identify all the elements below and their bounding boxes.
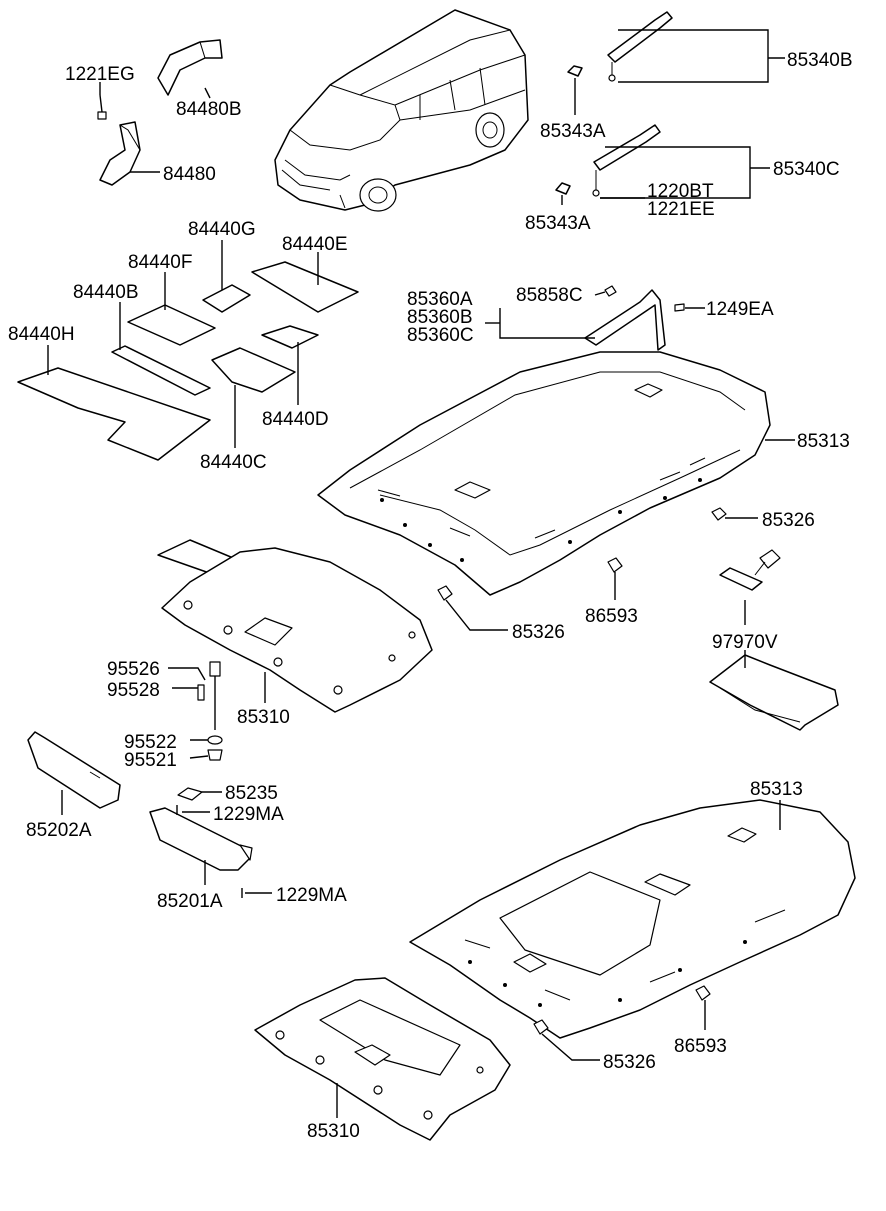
clip-86593-a: [607, 557, 623, 573]
label-97970V: 97970V: [712, 632, 778, 653]
label-85326-b: 85326: [512, 622, 565, 643]
label-85202A: 85202A: [26, 820, 92, 841]
label-85326-a: 85326: [762, 510, 815, 531]
pad-84440H: [17, 367, 211, 461]
clip-85326-b: [437, 585, 453, 601]
label-85360A: 85360A: [407, 289, 473, 310]
lamp-parts-9552x: [197, 661, 223, 761]
label-86593-b: 86593: [674, 1036, 727, 1057]
label-85313-top: 85313: [797, 431, 850, 452]
label-86593-a: 86593: [585, 606, 638, 627]
part-labels: 1221EG 84480B 84480 85340B 85343A 85340C…: [8, 50, 853, 1142]
label-1229MA-top: 1229MA: [213, 804, 284, 825]
label-85360C: 85360C: [407, 325, 474, 346]
label-85313-bottom: 85313: [750, 779, 803, 800]
label-84440E: 84440E: [282, 234, 348, 255]
label-85858C: 85858C: [516, 285, 583, 306]
label-85326-c: 85326: [603, 1052, 656, 1073]
bracket-85235: [177, 787, 203, 801]
lamp-97970V: [709, 549, 839, 731]
label-95528: 95528: [107, 680, 160, 701]
van-illustration: [274, 9, 529, 212]
sunvisor-85202A: [27, 731, 121, 809]
label-85340C: 85340C: [773, 159, 840, 180]
label-95526: 95526: [107, 659, 160, 680]
label-85201A: 85201A: [157, 891, 223, 912]
label-84440D: 84440D: [262, 409, 329, 430]
label-85343A-bottom: 85343A: [525, 213, 591, 234]
label-84480B: 84480B: [176, 99, 242, 120]
sunvisor-85201A: [149, 807, 253, 871]
assist-handle: [99, 121, 141, 186]
pad-84440F: [127, 304, 216, 346]
leader-lines: [47, 29, 795, 1118]
label-84440G: 84440G: [188, 219, 256, 240]
clip-85326-c: [533, 1019, 549, 1035]
label-1221EG: 1221EG: [65, 64, 135, 85]
label-1249EA: 1249EA: [706, 299, 774, 320]
headliner-85313-bottom: [409, 799, 856, 1039]
assist-handle-cover: [157, 39, 223, 96]
label-95522: 95522: [124, 732, 177, 753]
label-84440B: 84440B: [73, 282, 139, 303]
label-95521: 95521: [124, 750, 177, 771]
pad-84440B: [111, 345, 211, 396]
clip-86593-b: [695, 985, 711, 1001]
pad-84440C: [211, 347, 296, 393]
garnish-85360: [584, 285, 685, 351]
clip-85343A-top: [567, 65, 583, 77]
label-85343A-top: 85343A: [540, 121, 606, 142]
clip-85326-a: [711, 507, 727, 521]
label-85235: 85235: [225, 783, 278, 804]
pad-84440E: [251, 261, 359, 313]
label-85310-bottom: 85310: [307, 1121, 360, 1142]
assist-grip-85340B: [607, 11, 673, 82]
insulation-pads: [17, 261, 359, 461]
clip-85343A-bottom: [555, 182, 571, 195]
label-84480: 84480: [163, 164, 216, 185]
label-84440C: 84440C: [200, 452, 267, 473]
pad-84440D: [261, 325, 319, 349]
headliner-85310-bottom: [254, 977, 511, 1141]
label-1229MA-bottom: 1229MA: [276, 885, 347, 906]
label-84440H: 84440H: [8, 324, 75, 345]
headliner-85310-top: [157, 539, 433, 713]
label-85310-top: 85310: [237, 707, 290, 728]
label-84440F: 84440F: [128, 252, 192, 273]
bolt-1221EG: [97, 94, 107, 120]
label-85360B: 85360B: [407, 307, 473, 328]
label-1220BT: 1220BT: [647, 181, 714, 202]
label-1221EE: 1221EE: [647, 199, 715, 220]
headliner-85313-top: [317, 351, 771, 596]
pad-84440G: [202, 284, 251, 313]
label-85340B: 85340B: [787, 50, 853, 71]
